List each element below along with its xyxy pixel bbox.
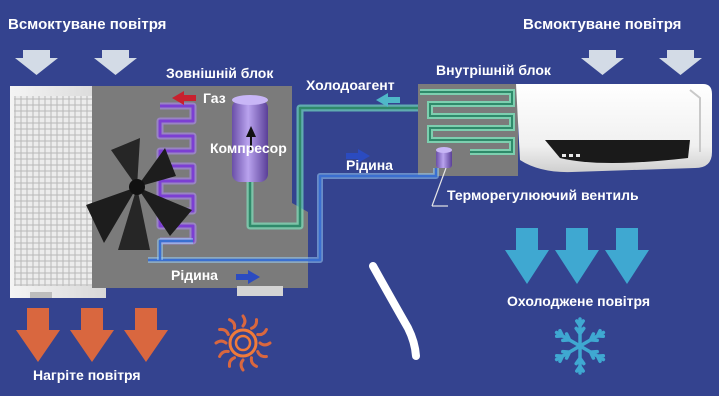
compressor <box>232 95 268 182</box>
heated-arrow-icon <box>124 308 168 362</box>
intake-label-right: Всмоктуване повітря <box>523 16 681 33</box>
liquid-arrow-icon <box>236 270 260 284</box>
sun-ray <box>241 314 247 328</box>
snowflake-arm <box>578 328 606 348</box>
condenser-coil <box>156 102 197 245</box>
cooled-air-arrows <box>505 228 649 284</box>
indoor-unit-label: Внутрішній блок <box>436 62 552 78</box>
sun-ray <box>239 358 245 372</box>
intake-arrow-icon <box>15 50 58 75</box>
liquid-arrow-icon <box>346 149 370 163</box>
snowflake-icon <box>554 317 606 375</box>
compressor-arrow-icon <box>246 126 256 137</box>
expansion-valve-label: Терморегулюючий вентиль <box>447 187 639 203</box>
expansion-valve <box>431 147 452 207</box>
cooled-arrow-icon <box>605 228 649 284</box>
sun-ray <box>218 349 230 358</box>
outdoor-unit-grille <box>14 96 102 286</box>
heated-arrow-icon <box>70 308 114 362</box>
sun-ray <box>250 318 259 330</box>
sun-ray <box>258 341 272 347</box>
intake-arrow-icon <box>581 50 624 75</box>
cooled-air-label: Охолоджене повітря <box>507 293 650 309</box>
heated-arrow-icon <box>16 308 60 362</box>
heated-air-arrows <box>16 308 168 362</box>
snowflake-arm <box>574 317 586 348</box>
gas-arrow-icon <box>172 91 196 105</box>
heated-air-label: Нагріте повітря <box>33 367 141 383</box>
indoor-unit-display <box>562 154 580 157</box>
liquid-label-top: Рідина <box>346 157 393 173</box>
sun-ray <box>256 328 268 337</box>
intake-arrow-icon <box>659 50 702 75</box>
cooled-arrow-icon <box>505 228 549 284</box>
sun-ray <box>214 339 228 345</box>
sun-ray <box>228 318 237 330</box>
indoor-unit-vent <box>545 140 690 163</box>
liquid-label-bottom: Рідина <box>171 267 218 283</box>
intake-arrows-right <box>581 50 702 75</box>
outdoor-unit-foot <box>30 292 52 298</box>
outdoor-unit-label: Зовнішній блок <box>166 65 274 81</box>
indoor-unit <box>418 84 712 207</box>
snowflake-arm <box>554 344 582 364</box>
intake-label-left: Всмоктуване повітря <box>8 16 166 33</box>
outdoor-unit <box>10 86 308 298</box>
intake-arrows-left <box>15 50 137 75</box>
refrigerant-arrow-icon <box>376 93 400 107</box>
fan <box>86 138 192 250</box>
evaporator-coil <box>420 89 515 155</box>
bottom-border <box>0 396 719 403</box>
intake-arrow-icon <box>94 50 137 75</box>
sun-ray <box>218 327 230 336</box>
refrigerant-label: Холодоагент <box>306 77 395 93</box>
white-stroke <box>369 262 420 360</box>
refrigerant-pipes <box>148 104 439 263</box>
compressor-label: Компресор <box>210 140 287 156</box>
snowflake-arm <box>554 328 582 348</box>
snowflake-arm <box>574 344 586 375</box>
gas-label: Газ <box>203 90 226 106</box>
sun-ray <box>227 356 236 368</box>
sun-ray <box>256 350 268 359</box>
sun-icon <box>214 314 272 372</box>
sun-ray <box>249 356 258 368</box>
outdoor-unit-base <box>237 286 283 296</box>
snowflake-arm <box>578 344 606 364</box>
cooled-arrow-icon <box>555 228 599 284</box>
